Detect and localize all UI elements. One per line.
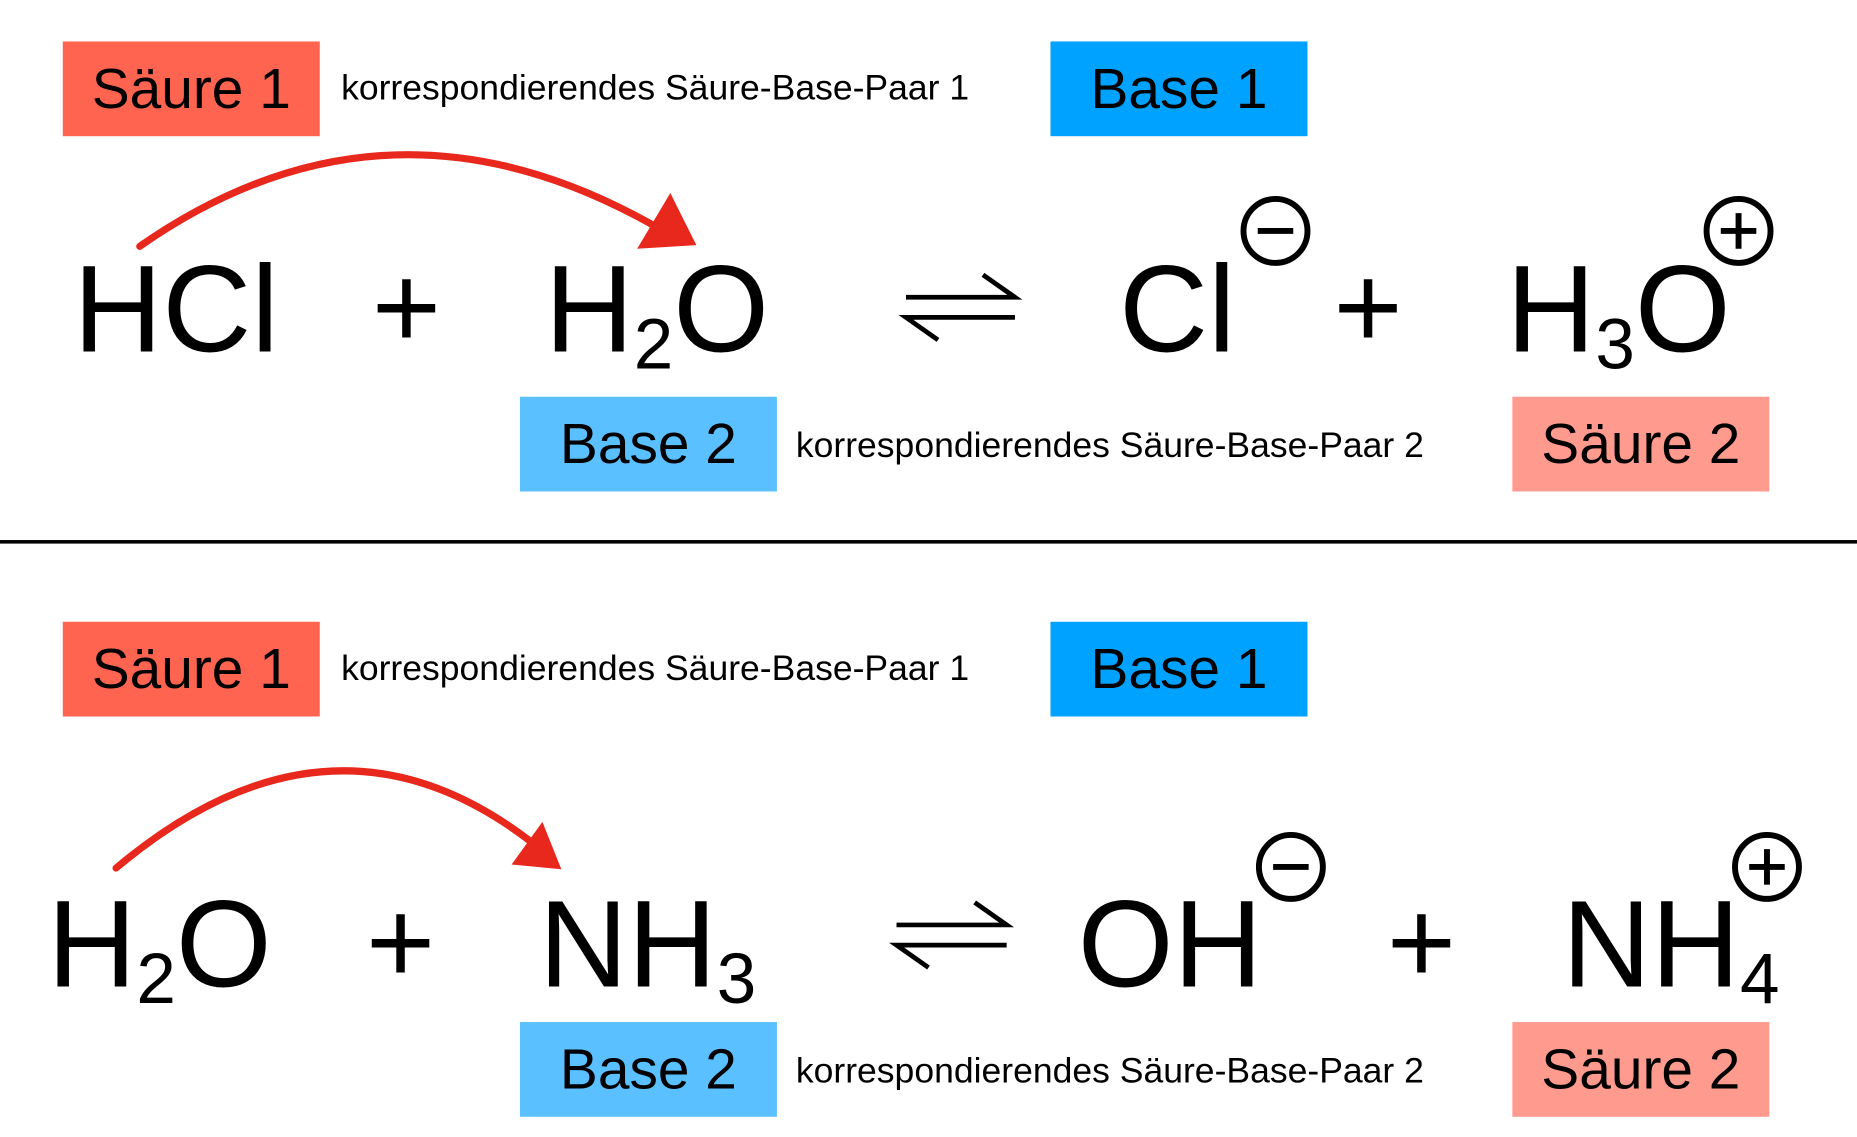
- pair2-label: korrespondierendes Säure-Base-Paar 2: [795, 426, 1424, 466]
- plus-sign: +: [1333, 241, 1403, 375]
- base2-label: Base 2: [519, 396, 777, 492]
- acid1-label: Säure 1: [62, 621, 320, 717]
- proton-transfer-arrow: [136, 151, 697, 250]
- base2-label: Base 2: [519, 1022, 777, 1117]
- plus-sign: +: [371, 241, 442, 375]
- pair1-label: korrespondierendes Säure-Base-Paar 1: [341, 648, 970, 689]
- reactant1: HCl: [73, 241, 279, 379]
- reactant2: H2O: [544, 241, 770, 384]
- product2: H3O: [1506, 241, 1731, 384]
- equation-water-ammonia: Säure 1 korrespondierendes Säure-Base-Pa…: [0, 580, 1857, 1137]
- acid2-label: Säure 2: [1512, 1022, 1770, 1117]
- base1-label: Base 1: [1050, 621, 1308, 717]
- plus-charge-icon: [1703, 196, 1774, 266]
- reactant2: NH3: [538, 876, 757, 1019]
- base1-label: Base 1: [1050, 41, 1308, 137]
- equation-hcl-water: Säure 1 korrespondierendes Säure-Base-Pa…: [0, 0, 1857, 557]
- pair1-label: korrespondierendes Säure-Base-Paar 1: [341, 68, 970, 108]
- equilibrium-arrow-icon: [898, 272, 1023, 342]
- equilibrium-arrow-icon: [889, 900, 1015, 970]
- plus-sign: +: [1386, 876, 1456, 1010]
- acid2-label: Säure 2: [1512, 396, 1770, 492]
- minus-charge-icon: [1240, 196, 1311, 266]
- plus-charge-icon: [1732, 831, 1802, 902]
- reactant1: H2O: [47, 876, 272, 1019]
- acid1-label: Säure 1: [62, 41, 320, 137]
- product1: OH: [1077, 876, 1263, 1014]
- pair2-label: korrespondierendes Säure-Base-Paar 2: [795, 1051, 1424, 1091]
- proton-transfer-arrow: [112, 767, 562, 872]
- divider: [0, 540, 1857, 544]
- product2: NH4: [1562, 876, 1780, 1019]
- product1: Cl: [1119, 241, 1236, 379]
- minus-charge-icon: [1255, 831, 1326, 902]
- plus-sign: +: [365, 876, 436, 1010]
